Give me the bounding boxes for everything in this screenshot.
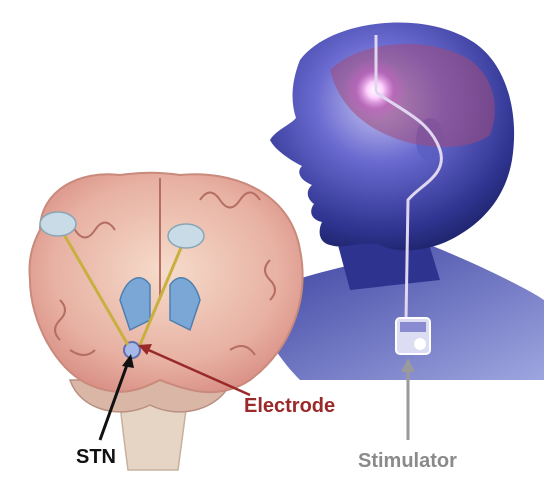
head-illustration [250, 23, 544, 380]
stn-label: STN [76, 446, 116, 469]
burr-hole-cap-left [40, 212, 76, 236]
electrode-label: Electrode [244, 395, 335, 418]
burr-hole-cap-right [168, 224, 204, 248]
stimulator-label: Stimulator [358, 450, 457, 473]
stimulator-arrow [401, 358, 415, 440]
stimulator-device [396, 318, 430, 354]
brain-section [29, 173, 302, 470]
